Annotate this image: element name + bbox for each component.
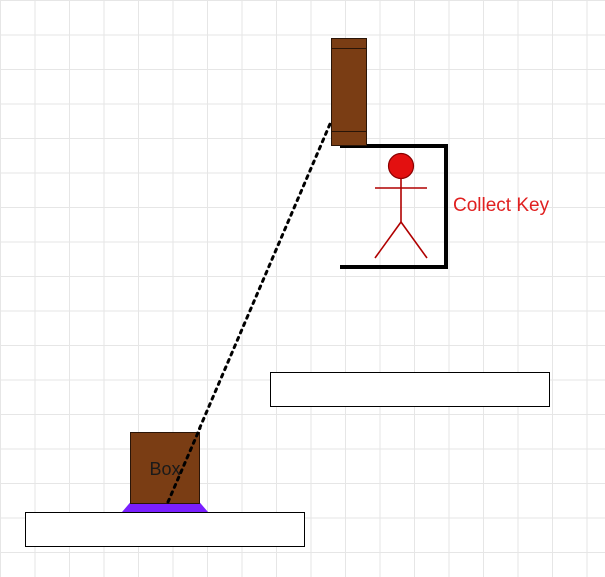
launch-pad	[122, 502, 208, 512]
lower-platform	[25, 512, 305, 547]
wooden-box[interactable]: Box	[130, 432, 200, 504]
pillar-band-top	[332, 48, 366, 49]
box-label: Box	[149, 459, 181, 479]
goal-cage	[340, 144, 448, 269]
rope-line	[166, 122, 332, 504]
wooden-pillar	[331, 38, 367, 146]
pillar-band-bottom	[332, 131, 366, 132]
collect-key-label: Collect Key	[453, 195, 550, 216]
stick-figure-icon[interactable]	[374, 152, 428, 259]
upper-platform	[270, 372, 550, 407]
rope-line-front	[166, 426, 202, 504]
